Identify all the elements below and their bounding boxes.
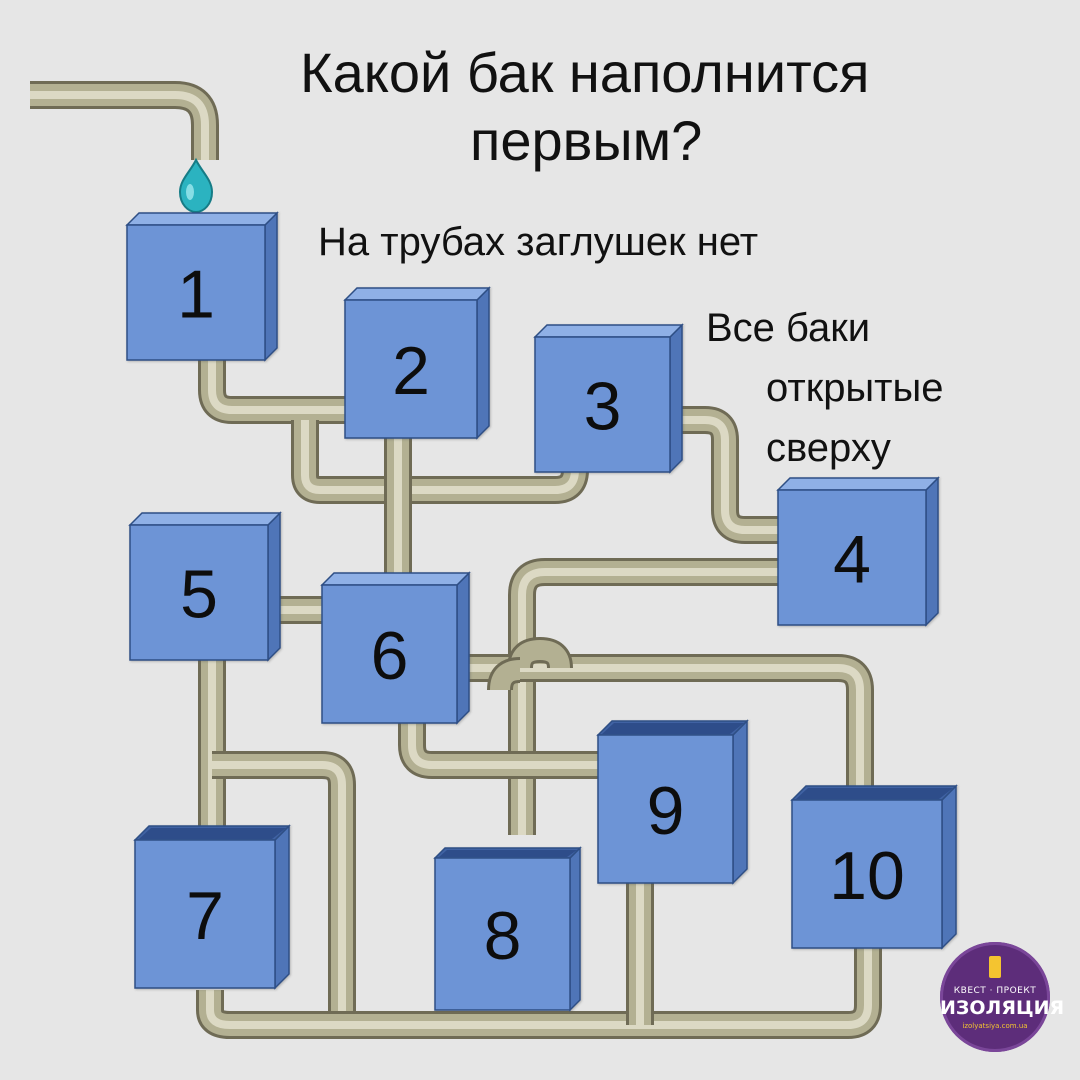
tank-10-label: 10 (829, 838, 905, 914)
tank-4: 4 (776, 476, 940, 627)
tank-9: 9 (596, 719, 749, 885)
logo-url-text: izolyatsiya.com.ua (962, 1022, 1028, 1030)
note-no-plugs: На трубах заглушек нет (318, 220, 759, 264)
pipe-4-8 (508, 558, 782, 835)
note-open-line-3: сверху (766, 426, 891, 470)
pipe-6-9 (398, 722, 600, 779)
tank-5: 5 (128, 511, 282, 662)
note-open-line-2: открытые (766, 366, 944, 410)
pipe-1-2 (198, 360, 345, 424)
tank-2: 2 (343, 286, 491, 440)
pipe-crossover-1 (507, 636, 573, 669)
tank-2-label: 2 (392, 333, 430, 409)
pipe-1-3 (291, 420, 589, 504)
tank-7: 7 (133, 824, 291, 990)
tank-1: 1 (125, 211, 279, 362)
logo-top-text: КВЕСТ · ПРОЕКТ (953, 986, 1037, 996)
keyhole-icon (989, 956, 1001, 978)
tanks: 1 2 3 4 5 6 7 8 9 10 (125, 211, 958, 1012)
tank-9-label: 9 (647, 773, 685, 849)
tank-6: 6 (320, 571, 471, 725)
tank-5-label: 5 (180, 557, 218, 633)
tank-8-label: 8 (484, 898, 522, 974)
pipe-network (30, 81, 882, 1039)
title-line-1: Какой бак наполнится (300, 41, 870, 104)
tank-1-label: 1 (177, 257, 215, 333)
izolyatsiya-logo: КВЕСТ · ПРОЕКТ ИЗОЛЯЦИЯ izolyatsiya.com.… (940, 942, 1065, 1052)
note-open-line-1: Все баки (706, 306, 871, 350)
tank-7-label: 7 (186, 878, 224, 954)
tank-8: 8 (433, 846, 582, 1012)
pipe-6-10 (457, 654, 874, 790)
pipe-crossover-2 (487, 657, 521, 691)
tank-3: 3 (533, 323, 684, 474)
pipe-bottom-main (196, 948, 882, 1039)
tank-10: 10 (790, 784, 958, 950)
tank-4-label: 4 (833, 522, 871, 598)
title-line-2: первым? (470, 109, 703, 172)
pipe-branch-bottom (212, 751, 356, 1025)
tank-6-label: 6 (371, 618, 409, 694)
faucet-pipe (30, 81, 219, 160)
pipe-3-4 (672, 406, 782, 544)
logo-main-text: ИЗОЛЯЦИЯ (940, 997, 1065, 1019)
tank-3-label: 3 (584, 369, 622, 445)
water-drop-icon (178, 157, 214, 214)
